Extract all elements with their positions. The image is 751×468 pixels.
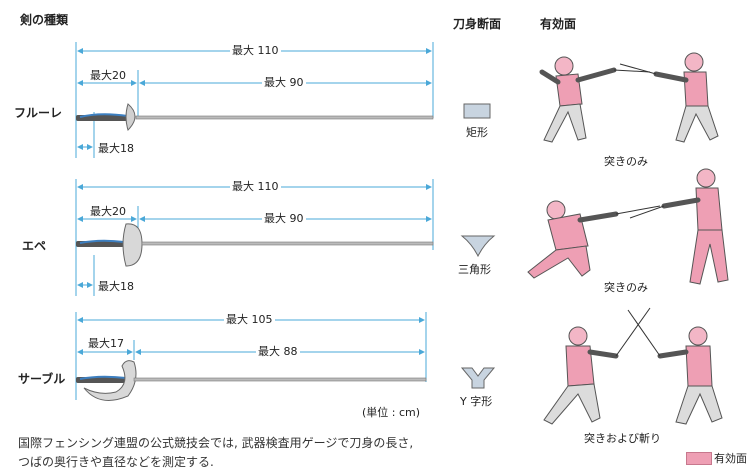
epee-guard-length: 最大20 (88, 205, 128, 218)
header-blade-section: 刀身断面 (453, 17, 502, 31)
sabre-guard (83, 360, 137, 401)
foil-fencers-illustration (539, 52, 719, 143)
foil-grip-accent (79, 113, 129, 118)
foil-diagram (75, 42, 434, 158)
weapon-name-foil: フルーレ (14, 106, 63, 120)
sabre-blade (133, 377, 427, 382)
foil-blade (135, 115, 434, 120)
epee-total-length: 最大 110 (230, 180, 281, 193)
foil-grip-length: 最大18 (96, 142, 136, 155)
sabre-fencers-illustration (543, 307, 723, 425)
sabre-blade-length: 最大 88 (256, 345, 300, 358)
weapon-name-epee: エペ (22, 239, 47, 253)
section-label-triangle: 三角形 (458, 263, 491, 276)
footnote-line-1: 国際フェンシング連盟の公式競技会では, 武器検査用ゲージで刀身の長さ, (18, 436, 414, 450)
weapon-name-sabre: サーブル (18, 372, 66, 386)
target-label-sabre: 突きおよび斬り (584, 432, 661, 445)
section-label-y: Y 字形 (460, 395, 493, 408)
sabre-total-length: 最大 105 (224, 313, 275, 326)
legend-label: 有効面 (714, 452, 747, 465)
section-label-rectangle: 矩形 (466, 126, 488, 139)
section-rectangle-icon (463, 103, 491, 119)
epee-blade (141, 241, 434, 246)
section-triangle-icon (460, 235, 496, 258)
legend-swatch (686, 452, 712, 465)
target-label-epee: 突きのみ (604, 281, 648, 294)
epee-blade-length: 最大 90 (262, 212, 306, 225)
foil-total-length: 最大 110 (230, 44, 281, 57)
foil-blade-length: 最大 90 (262, 76, 306, 89)
foil-guard (125, 103, 136, 131)
section-y-icon (460, 367, 496, 389)
unit-note: (単位 : cm) (362, 406, 421, 419)
target-label-foil: 突きのみ (604, 155, 648, 168)
epee-diagram (75, 179, 434, 296)
foil-handle (76, 115, 128, 121)
epee-guard (122, 223, 143, 267)
footnote-line-2: つばの奥行きや直径などを測定する. (18, 456, 214, 468)
header-weapon-type: 剣の種類 (20, 13, 69, 27)
foil-guard-length: 最大20 (88, 69, 128, 82)
epee-grip-length: 最大18 (96, 280, 136, 293)
epee-fencers-illustration (527, 168, 729, 285)
header-valid-area: 有効面 (540, 17, 577, 31)
sabre-guard-length: 最大17 (86, 337, 126, 350)
